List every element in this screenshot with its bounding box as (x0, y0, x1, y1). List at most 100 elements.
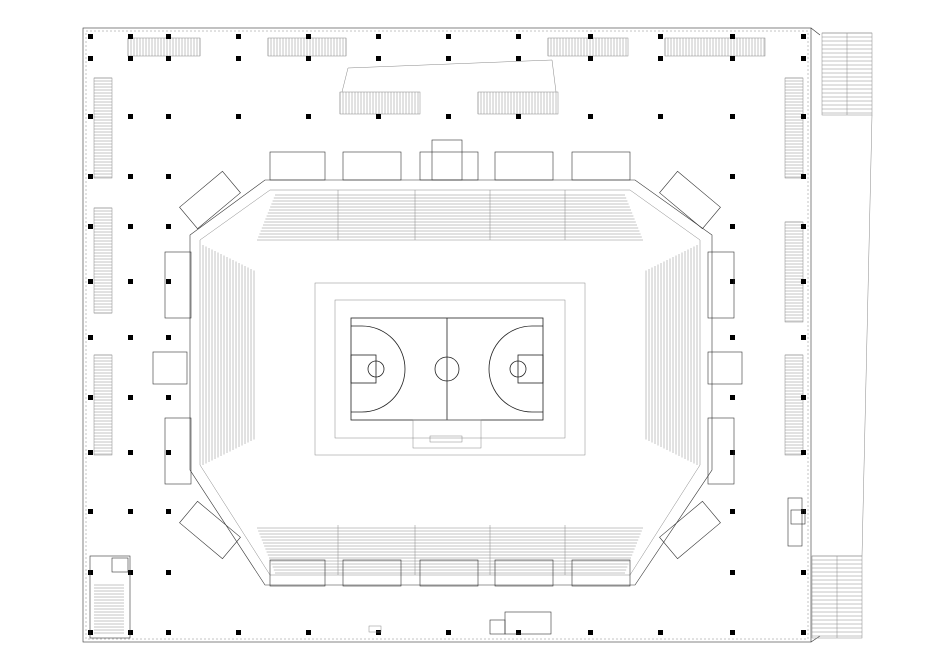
column (516, 114, 521, 119)
column (88, 630, 93, 635)
column (730, 34, 735, 39)
vomitory (152, 351, 188, 385)
entry-bridge (339, 59, 559, 115)
column (166, 395, 171, 400)
column (801, 56, 806, 61)
column (446, 630, 451, 635)
column (88, 174, 93, 179)
column (588, 630, 593, 635)
vomitory (571, 559, 631, 587)
column (88, 56, 93, 61)
column (801, 630, 806, 635)
column (166, 56, 171, 61)
vomitory (707, 351, 743, 385)
exterior-ramp-north-east (821, 32, 873, 116)
stair-core-south-west (89, 555, 131, 639)
column (730, 224, 735, 229)
vomitory (342, 559, 402, 587)
column (128, 335, 133, 340)
column (88, 114, 93, 119)
column (376, 34, 381, 39)
column (166, 114, 171, 119)
column (88, 34, 93, 39)
vomitory (269, 559, 326, 587)
seating-bowl (189, 179, 713, 586)
concourse-stairs-right (784, 77, 804, 456)
column (376, 56, 381, 61)
column (88, 570, 93, 575)
column (801, 570, 806, 575)
column (306, 34, 311, 39)
stair-core-east (787, 497, 806, 547)
column (730, 395, 735, 400)
vomitory (707, 251, 735, 319)
column (446, 34, 451, 39)
column (166, 335, 171, 340)
column (658, 630, 663, 635)
column (730, 570, 735, 575)
corner-box (659, 170, 721, 230)
column (730, 509, 735, 514)
vomitory (419, 151, 479, 181)
vomitory (419, 559, 479, 587)
stair-flight (93, 207, 113, 314)
column (128, 34, 133, 39)
column (166, 174, 171, 179)
stair-core-south (489, 611, 552, 635)
column (730, 450, 735, 455)
column (128, 570, 133, 575)
column (730, 174, 735, 179)
column (801, 450, 806, 455)
column (128, 509, 133, 514)
column (166, 630, 171, 635)
column (128, 224, 133, 229)
vomitory (571, 151, 631, 181)
column (588, 56, 593, 61)
column (306, 56, 311, 61)
door-marker (368, 625, 382, 633)
column (730, 335, 735, 340)
column (588, 114, 593, 119)
vomitories (152, 139, 743, 587)
basketball-court (350, 317, 544, 449)
building-envelope (82, 27, 821, 643)
column (801, 509, 806, 514)
vomitory (164, 251, 192, 319)
column (446, 56, 451, 61)
column (801, 174, 806, 179)
column (128, 114, 133, 119)
concourse-stairs-top (127, 37, 766, 57)
column (588, 34, 593, 39)
vomitory (494, 559, 554, 587)
column (88, 279, 93, 284)
column (236, 630, 241, 635)
column (166, 570, 171, 575)
concourse-stairs-left (93, 77, 113, 456)
column (801, 335, 806, 340)
column (128, 279, 133, 284)
column (236, 56, 241, 61)
column (801, 224, 806, 229)
column (166, 279, 171, 284)
column (658, 56, 663, 61)
column (166, 34, 171, 39)
column (128, 174, 133, 179)
corner-box (179, 500, 241, 560)
column (306, 630, 311, 635)
column (730, 630, 735, 635)
column (801, 114, 806, 119)
column (730, 114, 735, 119)
column (376, 114, 381, 119)
column (166, 224, 171, 229)
column (730, 279, 735, 284)
column (88, 395, 93, 400)
column (730, 56, 735, 61)
column (801, 395, 806, 400)
vomitory (494, 151, 554, 181)
vomitory (707, 417, 735, 485)
column (128, 450, 133, 455)
corner-box (659, 500, 721, 560)
column (88, 224, 93, 229)
structural-columns (88, 34, 806, 635)
